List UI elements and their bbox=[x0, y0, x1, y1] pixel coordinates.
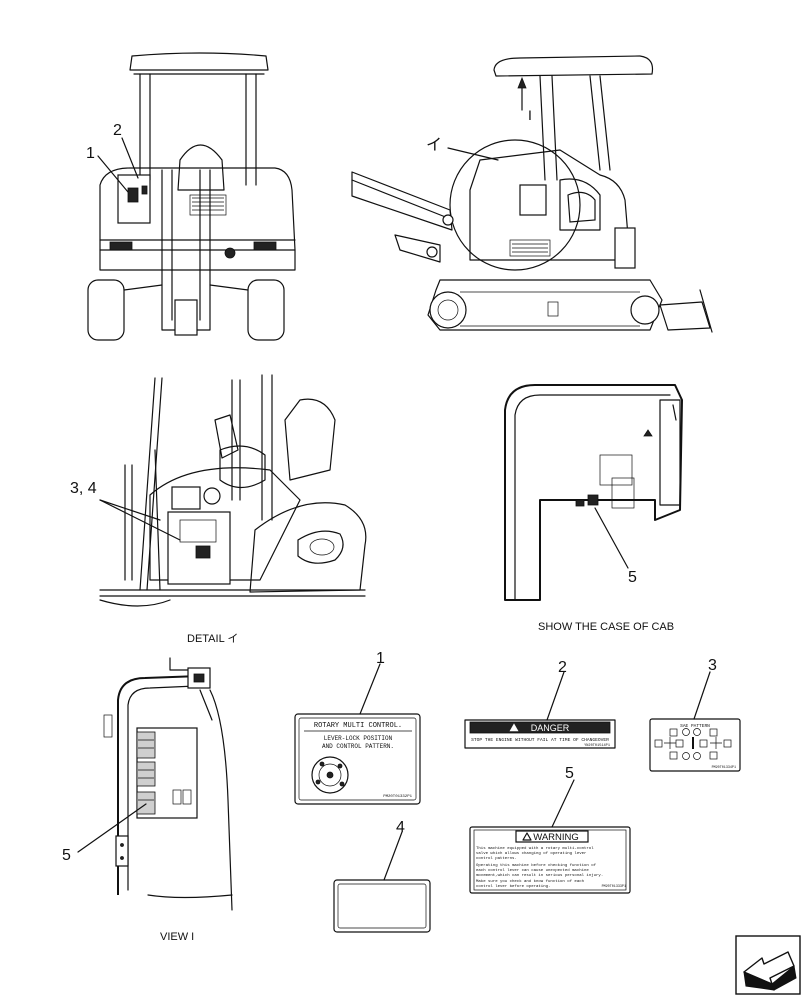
decal-5-line-2: control patterns. bbox=[476, 856, 517, 861]
decal-1-line1: LEVER-LOCK POSITION bbox=[324, 735, 393, 742]
decal-5-line-7: control lever before operating. bbox=[476, 884, 550, 889]
decal-5-line-1: valve which allows changing of operating… bbox=[476, 851, 587, 856]
decal-3-title: SAE PATTERN bbox=[680, 723, 710, 729]
decal-5-line-0: This machine equipped with a rotary mult… bbox=[476, 846, 594, 851]
decal-2: 2 DANGER STOP THE ENGINE WITHOUT FAIL AT… bbox=[464, 659, 616, 749]
decal-5-line-5: movement,which can result in serious per… bbox=[476, 873, 603, 878]
arrow-icon[interactable] bbox=[735, 935, 801, 995]
callout-view-5: 5 bbox=[62, 847, 71, 864]
side-view-excavator: I イ bbox=[351, 55, 713, 333]
callout-detail-3-4: 3, 4 bbox=[70, 480, 97, 497]
decal-2-header: DANGER bbox=[531, 723, 570, 733]
decal-4: 4 bbox=[333, 819, 431, 933]
front-view-excavator: 1 2 bbox=[86, 52, 296, 341]
decal-5: 5 WARNING This machine equipped with a r… bbox=[469, 765, 631, 894]
caption-cab: SHOW THE CASE OF CAB bbox=[538, 621, 674, 633]
decal-2-code: YN20T01514P1 bbox=[584, 744, 610, 748]
decal-1-code: PM20T01332P1 bbox=[383, 795, 412, 799]
callout-decal-2: 2 bbox=[558, 659, 567, 676]
decal-1-line2: AND CONTROL PATTERN. bbox=[322, 743, 394, 750]
caption-view: VIEW I bbox=[160, 931, 194, 943]
cab-view: 5 SHOW THE CASE OF CAB bbox=[504, 384, 683, 633]
detail-view: 3, 4 DETAIL イ bbox=[70, 374, 367, 645]
decal-5-header: WARNING bbox=[533, 832, 579, 843]
callout-decal-1: 1 bbox=[376, 650, 385, 667]
callout-decal-3: 3 bbox=[708, 657, 717, 674]
callout-front-2: 2 bbox=[113, 122, 122, 139]
decal-1: 1 ROTARY MULTI CONTROL. LEVER-LOCK POSIT… bbox=[294, 650, 421, 805]
side-view-mark: I bbox=[528, 107, 532, 123]
view-i: 5 VIEW I bbox=[62, 657, 233, 943]
callout-side-i: イ bbox=[426, 137, 442, 154]
callout-decal-5: 5 bbox=[565, 765, 574, 782]
decal-3-code: PM20T01334P1 bbox=[712, 766, 736, 770]
decal-5-line-4: each control lever can cause unexpected … bbox=[476, 868, 589, 873]
callout-cab-5: 5 bbox=[628, 569, 637, 586]
decal-5-code: PM20T01333P1 bbox=[602, 885, 626, 889]
decal-5-line-3: Operating this machine before checking f… bbox=[476, 863, 597, 868]
decal-5-line-6: Make sure you check and know function of… bbox=[476, 879, 585, 884]
callout-front-1: 1 bbox=[86, 145, 95, 162]
decal-1-title: ROTARY MULTI CONTROL. bbox=[314, 722, 402, 730]
decal-2-text: STOP THE ENGINE WITHOUT FAIL AT TIME OF … bbox=[471, 737, 609, 743]
callout-decal-4: 4 bbox=[396, 819, 405, 836]
caption-detail: DETAIL イ bbox=[187, 633, 238, 645]
decal-3: 3 SAE PATTERN PM20T01334P1 bbox=[649, 657, 741, 772]
